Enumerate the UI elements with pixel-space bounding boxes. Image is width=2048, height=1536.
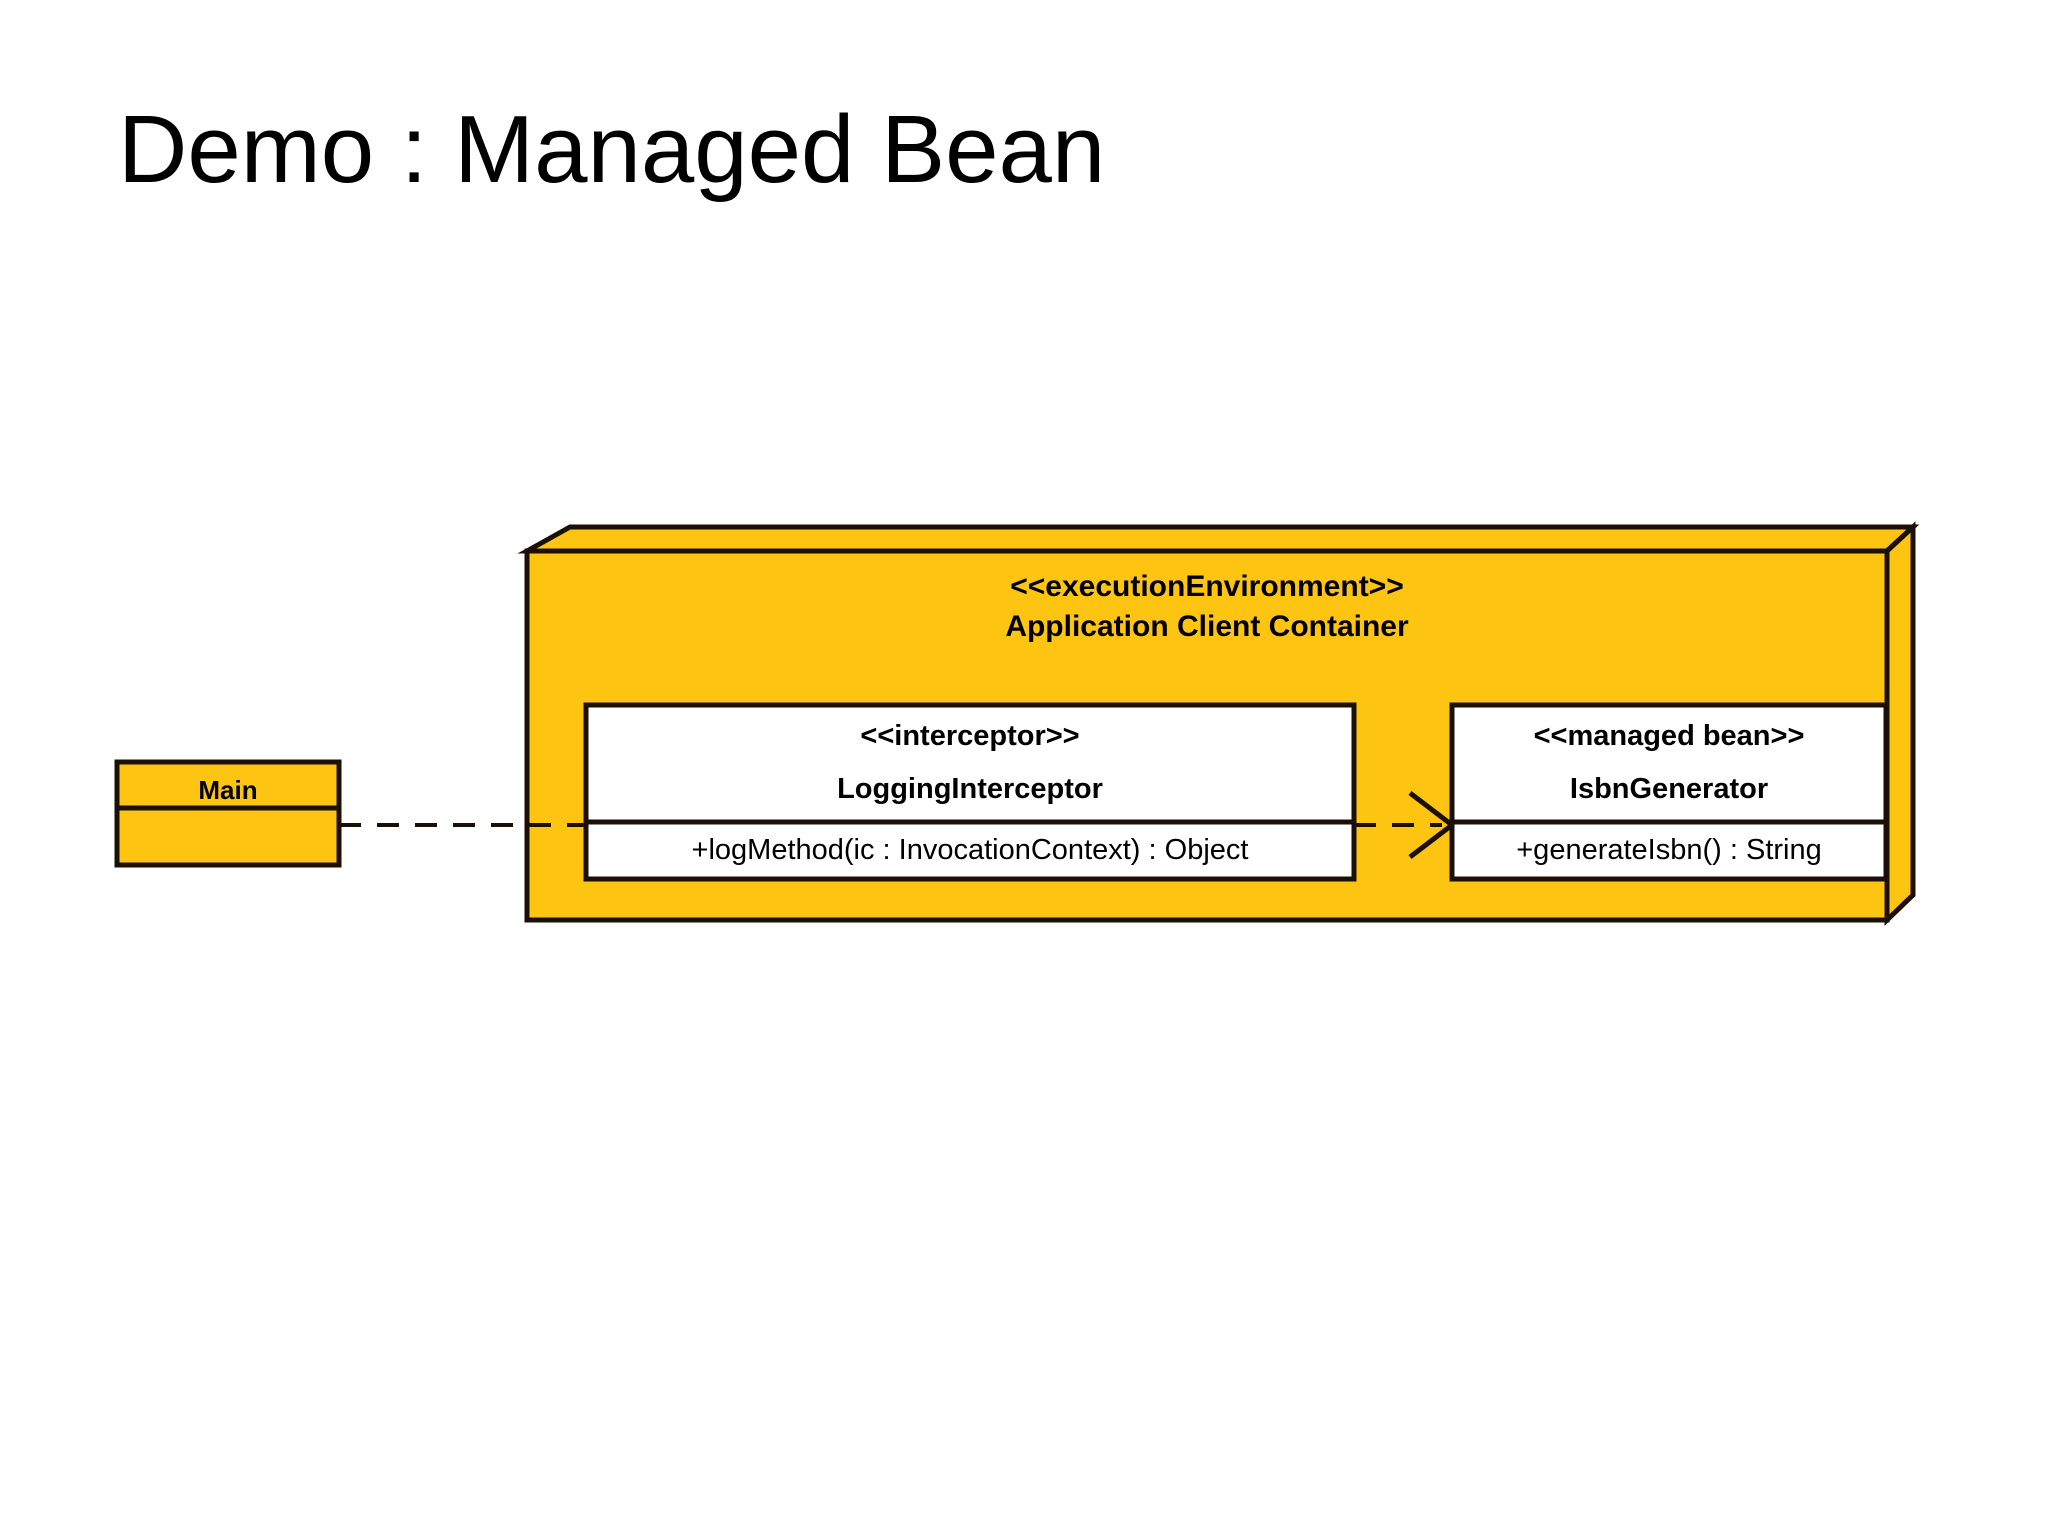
logging-interceptor-box[interactable] [583,702,1357,882]
node-name-label: Application Client Container [1005,610,1409,643]
isbn-generator-box[interactable] [1449,702,1889,882]
main-class-box[interactable] [114,759,342,868]
logging-interceptor-stereotype: <<interceptor>> [860,720,1080,752]
isbn-generator-operation: +generateIsbn() : String [1516,834,1822,866]
logging-interceptor-operation: +logMethod(ic : InvocationContext) : Obj… [691,834,1249,866]
node-stereotype-label: <<executionEnvironment>> [1010,570,1404,603]
logging-interceptor-name: LoggingInterceptor [837,773,1103,805]
page-title: Demo : Managed Bean [118,96,1106,203]
isbn-generator-name: IsbnGenerator [1569,773,1769,805]
main-class-name: Main [198,775,258,805]
isbn-generator-stereotype: <<managed bean>> [1533,720,1805,752]
node-top-face [517,524,1920,554]
node-right-face [1884,521,1916,926]
